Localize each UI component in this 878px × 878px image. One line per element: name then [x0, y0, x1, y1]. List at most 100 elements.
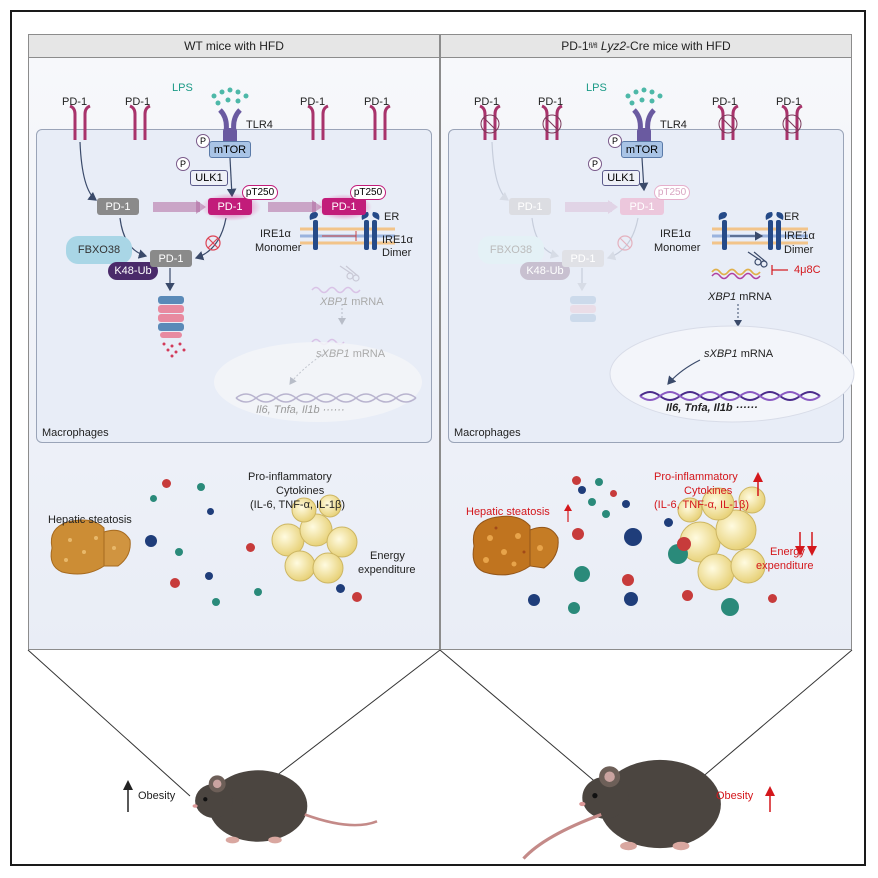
pt250-badge: pT250 [242, 185, 278, 200]
obesity-label: Obesity [716, 790, 754, 802]
ire1-monomer-label: Monomer [255, 242, 302, 254]
energy-label: expenditure [756, 560, 814, 572]
cytokine-dot [622, 500, 630, 508]
tlr4-receptor-icon [632, 108, 656, 144]
pd1-phospho-node: PD-1 [322, 198, 366, 215]
cytokine-dot [572, 528, 584, 540]
hepatic-steatosis-label: Hepatic steatosis [466, 506, 550, 518]
cytokine-dot [624, 528, 642, 546]
arrow-up-icon [753, 472, 763, 496]
pd1-label: PD-1 [364, 96, 390, 108]
cytokine-dot [768, 594, 777, 603]
lps-label: LPS [172, 82, 193, 94]
pd1-label: PD-1 [125, 96, 151, 108]
ire1-monomer-label: Monomer [654, 242, 701, 254]
pd1-label: PD-1 [712, 96, 738, 108]
er-label: ER [784, 211, 800, 223]
phospho-badge: P [196, 134, 210, 148]
gene-list-label: Il6, Tnfa, Il1b ······ [256, 404, 345, 416]
scissors-icon [339, 265, 360, 282]
pd1-node: PD-1 [509, 198, 551, 215]
lps-particles-icon [625, 87, 663, 106]
arrow-down-icon [795, 532, 817, 556]
pt250-badge: pT250 [350, 185, 386, 200]
phospho-badge: P [176, 157, 190, 171]
pd1-degradation-node: PD-1 [150, 250, 192, 267]
xbp1-mrna-label: XBP1 mRNA [320, 296, 384, 308]
ire1-dimer-icon [765, 212, 784, 250]
right-funnel-line [679, 649, 853, 797]
ire1-dimer-label: Dimer [784, 244, 814, 256]
obesity-label: Obesity [138, 790, 176, 802]
pd1-receptor-icon [68, 104, 92, 142]
ire1-dimer-label: IRE1α [382, 234, 413, 246]
mouse-icon [522, 759, 721, 860]
pd1-receptor-icon [780, 104, 804, 142]
cytokine-dot [572, 476, 581, 485]
ulk1-node: ULK1 [190, 170, 228, 186]
cytokine-dot [212, 598, 220, 606]
cytokine-dot [162, 479, 171, 488]
cytokine-dot [150, 495, 157, 502]
pt250-badge: pT250 [654, 185, 690, 200]
hepatic-steatosis-label: Hepatic steatosis [48, 514, 132, 526]
pd1-label: PD-1 [300, 96, 326, 108]
gene-list-label: Il6, Tnfa, Il1b ······ [666, 402, 758, 414]
sxbp1-mrna-label: sXBP1 mRNA [704, 348, 774, 360]
cytokine-dot [574, 566, 590, 582]
inhibitor-label: 4μ8C [794, 264, 821, 276]
cytokine-dot [197, 483, 205, 491]
cytokine-dot [352, 592, 362, 602]
tlr4-label: TLR4 [246, 119, 273, 131]
cytokine-dot [588, 498, 596, 506]
lps-particles-icon [211, 87, 249, 106]
ulk1-node: ULK1 [602, 170, 640, 186]
dna-icon [235, 393, 417, 403]
cytokine-dot [595, 478, 603, 486]
dna-icon [639, 391, 821, 401]
cytokine-dot [205, 572, 213, 580]
pd1-node: PD-1 [97, 198, 139, 215]
cytokine-dot [624, 592, 638, 606]
cytokine-dot [622, 574, 634, 586]
mtor-node: mTOR [621, 141, 663, 158]
cytokines-label: Pro-inflammatory [654, 471, 738, 483]
cytokine-dot [578, 486, 586, 494]
cytokine-dot [721, 598, 739, 616]
k48-ub-node: K48-Ub [108, 262, 158, 280]
cytokine-dot [246, 543, 255, 552]
pd1-receptor-icon [478, 104, 502, 142]
ire1-monomer-label: IRE1α [260, 228, 291, 240]
cytokine-dot [664, 518, 673, 527]
cytokines-label: Pro-inflammatory [248, 471, 332, 483]
ire1-dimer-label: IRE1α [784, 230, 815, 242]
energy-label: expenditure [358, 564, 416, 576]
sxbp1-mrna-label: sXBP1 mRNA [316, 348, 386, 360]
pd1-degradation-node: PD-1 [562, 250, 604, 267]
ire1-monomer-icon [718, 212, 727, 250]
ire1-monomer-label: IRE1α [660, 228, 691, 240]
pd1-receptor-icon [716, 104, 740, 142]
cytokine-dot [568, 602, 580, 614]
pd1-label: PD-1 [776, 96, 802, 108]
mouse-icon [192, 770, 378, 844]
cytokine-dot [170, 578, 180, 588]
left-funnel-line [27, 649, 191, 797]
cytokine-dot [602, 510, 610, 518]
cytokine-dot [175, 548, 183, 556]
cytokine-dot [528, 594, 540, 606]
cytokines-label: Cytokines [684, 485, 733, 497]
left-panel-title: WT mice with HFD [28, 34, 440, 58]
er-label: ER [384, 211, 400, 223]
ire1-monomer-icon [309, 212, 318, 250]
blocked-icon [205, 235, 221, 251]
tlr4-receptor-icon [218, 108, 242, 144]
cytokine-dot [254, 588, 262, 596]
cytokines-label: Cytokines [276, 485, 325, 497]
cytokine-dot [145, 535, 157, 547]
pd1-receptor-icon [368, 104, 392, 142]
cytokines-label: (IL-6, TNF-α, IL-1β) [654, 499, 749, 511]
proteasome-icon [158, 296, 186, 358]
cytokines-label: (IL-6, TNF-α, IL-1β) [250, 499, 345, 511]
